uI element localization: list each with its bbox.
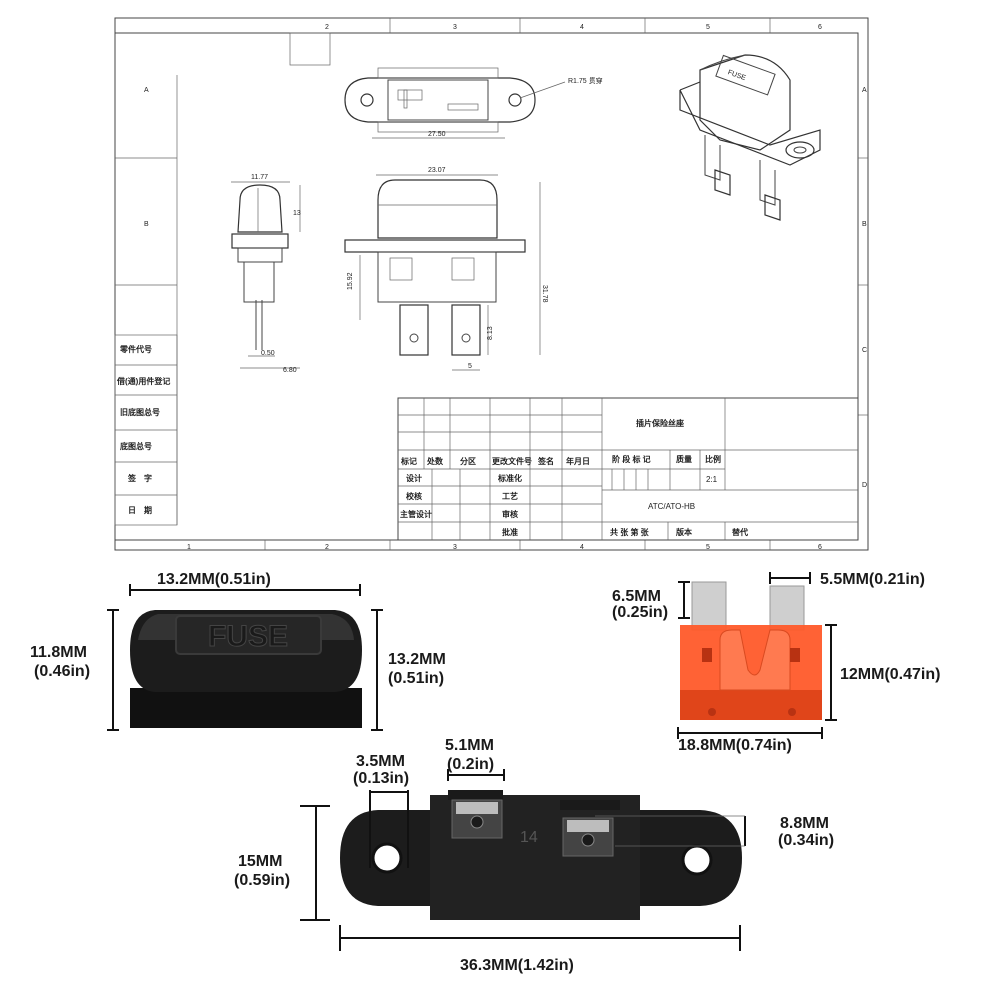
holder-slot: 5.1MM — [445, 737, 494, 754]
col-number: 3 — [453, 24, 457, 31]
dim-front-width: 23.07 — [428, 167, 446, 174]
blade-fuse-photo: 6.5MM (0.25in) 5.5MM(0.21in) 12MM(0.47in… — [612, 571, 940, 754]
title-stage-label: 阶 段 标 记 — [612, 454, 651, 464]
col-number: 3 — [453, 544, 457, 551]
drawing-frame — [114, 17, 869, 551]
dim-top-width: 27.50 — [428, 131, 446, 138]
col-number: 1 — [187, 544, 191, 551]
holder-height-in: (0.59in) — [234, 872, 290, 889]
title-role-cell: 主管设计 — [400, 509, 432, 519]
title-block: 插片保险丝座 标记 处数 分区 更改文件号 签名 年月日 设计 校核 主管设计 … — [397, 397, 859, 541]
row-letter: B — [144, 221, 149, 228]
fuse-cover-width: 13.2MM(0.51in) — [157, 571, 271, 588]
title-header-cell: 签名 — [537, 456, 554, 466]
top-view: R1.75 贯穿 27.50 — [344, 67, 603, 139]
col-number: 4 — [580, 24, 584, 31]
title-std-cell: 审核 — [502, 509, 518, 519]
fuse-cover-height-right-in: (0.51in) — [388, 670, 444, 687]
title-std-cell: 工艺 — [502, 491, 518, 501]
left-label: 签 字 — [127, 473, 152, 483]
title-std-cell: 批准 — [502, 527, 518, 537]
title-role-cell: 校核 — [406, 491, 422, 501]
blade-width: 5.5MM(0.21in) — [820, 571, 925, 588]
holder-hole-in: (0.13in) — [353, 770, 409, 787]
fuse-cover-height-left-in: (0.46in) — [34, 663, 90, 680]
dim-front-height: 31.78 — [541, 285, 548, 303]
side-view: 11.77 13 0.50 6.80 — [231, 174, 301, 374]
dim-front-left: 15.92 — [347, 272, 354, 290]
title-mass-label: 质量 — [676, 454, 692, 464]
left-label: 借(通)用件登记 — [116, 376, 170, 386]
row-letter: D — [862, 482, 867, 489]
fuse-cover-photo: FUSE 13.2MM(0.51in) 11.8MM (0.46in) 13.2… — [30, 571, 446, 731]
title-scale-label: 比例 — [705, 454, 721, 464]
blade-fuse-width: 18.8MM(0.74in) — [678, 737, 792, 754]
col-number: 6 — [818, 24, 822, 31]
blade-length: 6.5MM — [612, 588, 661, 605]
row-letter: A — [144, 87, 149, 94]
title-footer: 共 张 第 张 — [610, 527, 650, 537]
iso-fuse-text: FUSE — [727, 69, 747, 82]
holder-slot-in: (0.2in) — [447, 756, 494, 773]
left-label: 底图总号 — [119, 441, 152, 451]
dim-side-base: 6.80 — [283, 367, 297, 374]
col-number: 2 — [325, 544, 329, 551]
holder-length: 36.3MM(1.42in) — [460, 957, 574, 974]
holder-hole: 3.5MM — [356, 753, 405, 770]
title-scale-value: 2:1 — [706, 475, 718, 484]
iso-view: FUSE — [679, 54, 821, 221]
blade-fuse-height: 12MM(0.47in) — [840, 666, 940, 683]
blade-length-in: (0.25in) — [612, 604, 668, 621]
left-label-column: 零件代号 借(通)用件登记 旧底图总号 底图总号 签 字 日 期 — [114, 75, 178, 526]
title-header-cell: 年月日 — [566, 456, 590, 466]
title-header-cell: 更改文件号 — [492, 456, 532, 466]
fuse-cover-height-left: 11.8MM — [30, 644, 87, 661]
title-header-cell: 标记 — [400, 456, 417, 466]
row-letter: A — [862, 87, 867, 94]
row-letter: C — [862, 347, 867, 354]
holder-spacing-in: (0.34in) — [778, 832, 834, 849]
holder-height: 15MM — [238, 853, 282, 870]
title-footer: 版本 — [675, 527, 692, 537]
left-label: 零件代号 — [119, 344, 152, 354]
front-view: 23.07 31.78 15.92 8.13 5 — [344, 167, 548, 371]
drawing-inner-frame — [114, 32, 859, 541]
title-model: ATC/ATO-HB — [648, 502, 695, 511]
dim-side-pin: 0.50 — [261, 350, 275, 357]
col-number: 5 — [706, 544, 710, 551]
col-number: 6 — [818, 544, 822, 551]
holder-base-photo: 14 3.5MM (0.13in) 5.1MM (0.2in) 8.8MM (0… — [234, 737, 834, 974]
technical-drawing: 2 3 4 5 6 1 2 3 4 5 6 A B A B C D 零件代号 借 — [114, 17, 869, 551]
col-number: 2 — [325, 24, 329, 31]
row-letter: B — [862, 221, 867, 228]
title-product-name: 插片保险丝座 — [636, 418, 684, 428]
left-label: 旧底图总号 — [120, 407, 160, 417]
hole-note: R1.75 贯穿 — [568, 76, 603, 85]
dim-terminal-gap: 5 — [468, 363, 472, 370]
dim-side-width: 11.77 — [251, 174, 268, 181]
col-number: 5 — [706, 24, 710, 31]
dim-terminal-len: 8.13 — [487, 326, 494, 340]
holder-stamp: 14 — [520, 829, 538, 846]
title-header-cell: 处数 — [426, 456, 444, 466]
col-number: 4 — [580, 544, 584, 551]
holder-spacing: 8.8MM — [780, 815, 829, 832]
fuse-cover-height-right: 13.2MM — [388, 651, 446, 668]
title-footer: 替代 — [732, 527, 748, 537]
left-label: 日 期 — [128, 505, 152, 515]
dim-side-height: 13 — [293, 210, 301, 217]
fuse-cover-text: FUSE — [208, 620, 288, 653]
title-header-cell: 分区 — [460, 456, 476, 466]
title-role-cell: 设计 — [406, 473, 422, 483]
title-std-cell: 标准化 — [497, 473, 522, 483]
